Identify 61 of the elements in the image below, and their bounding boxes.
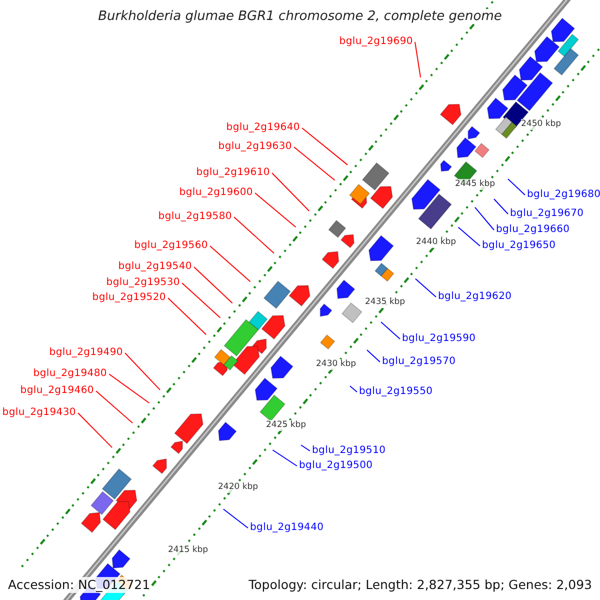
gene-label: bglu_2g19660 xyxy=(496,223,570,236)
leader-line xyxy=(294,146,336,181)
leader-line xyxy=(350,386,358,392)
gene-label: bglu_2g19620 xyxy=(438,290,512,303)
leader-line xyxy=(234,216,274,254)
leader-line xyxy=(124,352,161,390)
gene-label: bglu_2g19600 xyxy=(179,186,253,199)
leader-line xyxy=(414,278,436,298)
leader-line xyxy=(272,172,310,212)
leader-line xyxy=(78,412,113,448)
gene-label: bglu_2g19610 xyxy=(196,166,270,179)
gene-label: bglu_2g19650 xyxy=(482,239,556,252)
position-label: 2445 kbp xyxy=(455,179,496,190)
gene-label: bglu_2g19680 xyxy=(527,188,600,201)
gene-label: bglu_2g19670 xyxy=(510,207,584,220)
gene-label: bglu_2g19520 xyxy=(92,291,166,304)
leader-line xyxy=(254,192,296,228)
accession-text: Accession: NC_012721 xyxy=(8,577,150,593)
leader-line xyxy=(508,178,526,196)
gene-label: bglu_2g19540 xyxy=(118,260,192,273)
gene-label: bglu_2g19550 xyxy=(359,385,433,398)
position-label: 2420 kbp xyxy=(218,482,258,493)
leader-line xyxy=(300,444,310,452)
gene-label: bglu_2g19530 xyxy=(106,276,180,289)
gene-label: bglu_2g19500 xyxy=(299,459,373,472)
leader-line xyxy=(302,128,348,166)
position-label: 2440 kbp xyxy=(416,237,456,248)
leader-line xyxy=(458,226,480,246)
gene-label: bglu_2g19510 xyxy=(312,444,386,457)
gene-label: bglu_2g19570 xyxy=(382,355,456,368)
leader-line xyxy=(414,42,422,78)
leader-line xyxy=(168,298,207,336)
leader-line xyxy=(194,266,233,304)
leader-line xyxy=(494,198,508,214)
leader-line xyxy=(222,508,248,528)
position-label: 2415 kbp xyxy=(168,545,208,556)
position-label: 2435 kbp xyxy=(365,297,406,308)
gene-label: bglu_2g19580 xyxy=(158,210,232,223)
gene-label: bglu_2g19690 xyxy=(339,35,413,48)
gene-label: bglu_2g19440 xyxy=(250,521,324,534)
gene-label: bglu_2g19480 xyxy=(33,367,107,380)
gene-label: bglu_2g19630 xyxy=(218,140,292,153)
gene-label: bglu_2g19640 xyxy=(226,121,300,134)
leader-line xyxy=(474,206,494,230)
position-label: 2450 kbp xyxy=(521,119,562,130)
position-label: 2430 kbp xyxy=(316,359,356,370)
leader-line xyxy=(182,282,221,318)
gene-label: bglu_2g19430 xyxy=(2,406,76,419)
gene-label: bglu_2g19590 xyxy=(402,332,476,345)
position-label: 2425 kbp xyxy=(266,420,306,431)
gene-label: bglu_2g19460 xyxy=(20,384,94,397)
leader-line xyxy=(380,322,400,340)
leader-line xyxy=(108,374,150,404)
leader-line xyxy=(210,246,251,282)
genome-summary-text: Topology: circular; Length: 2,827,355 bp; Genes: 2,093 xyxy=(248,577,592,593)
diagram-title: Burkholderia glumae BGR1 chromosome 2, complete genome xyxy=(98,9,502,24)
leader-line xyxy=(96,390,134,424)
gene-label: bglu_2g19560 xyxy=(134,239,208,252)
gene-label: bglu_2g19490 xyxy=(49,346,123,359)
leader-line xyxy=(272,449,298,466)
leader-line xyxy=(366,350,380,362)
